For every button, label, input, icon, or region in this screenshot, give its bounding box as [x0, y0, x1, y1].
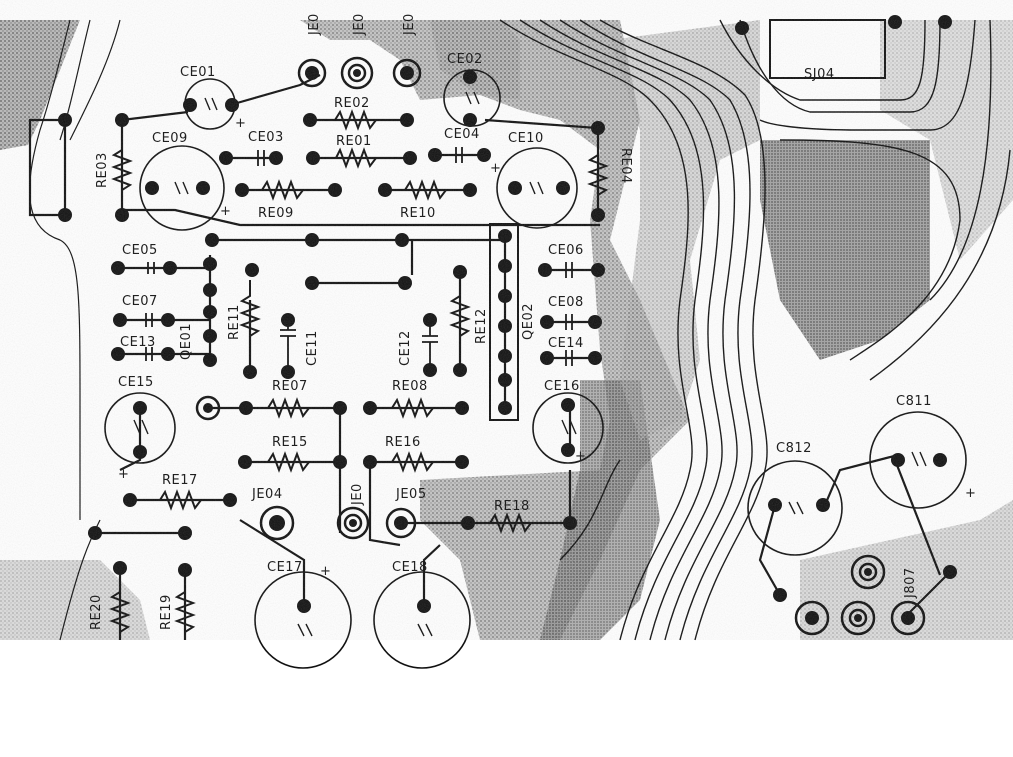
print-grain-overlay [0, 0, 1013, 640]
